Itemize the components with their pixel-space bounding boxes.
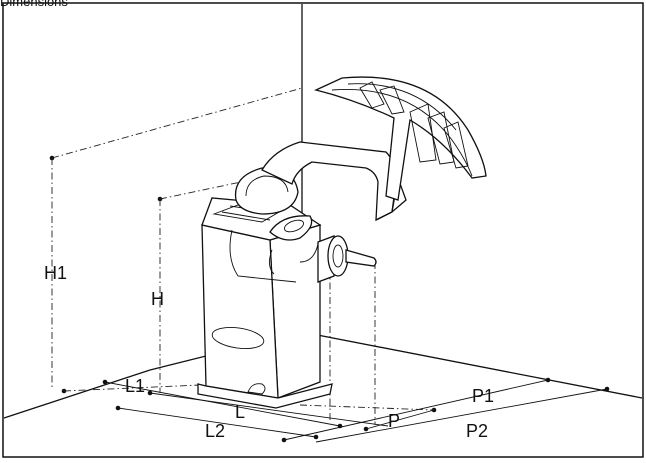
hood-vent <box>443 121 469 169</box>
dot <box>545 377 551 383</box>
floor-right-edge <box>301 331 643 399</box>
h1-top-guide <box>51 87 303 159</box>
dot <box>604 386 610 392</box>
display-screen <box>245 175 289 197</box>
room-corner <box>3 4 643 419</box>
dot <box>61 388 67 394</box>
dot <box>115 405 121 411</box>
p1-line <box>283 379 549 441</box>
p2-line <box>315 388 608 443</box>
h-top-guide <box>159 177 261 200</box>
shaft-spindle <box>345 249 377 267</box>
label-h1: H1 <box>44 263 67 283</box>
base-plate <box>197 383 333 409</box>
hood-vent <box>379 85 405 115</box>
hood-vent <box>359 81 385 109</box>
dimension-dots <box>49 155 610 443</box>
label-l: L <box>235 402 245 422</box>
wheel-guard-hood <box>314 76 487 201</box>
foot-pedal <box>247 383 266 395</box>
p-line <box>365 409 435 430</box>
flange-disc <box>327 235 349 277</box>
wheel-balancer <box>197 76 487 409</box>
label-p2: P2 <box>466 421 488 441</box>
dot <box>337 423 343 429</box>
l1-line <box>104 381 341 427</box>
p-base-guide <box>299 404 435 411</box>
control-knob <box>283 219 305 233</box>
l-line <box>149 392 389 427</box>
label-p1: P1 <box>472 386 494 406</box>
flange-hub <box>332 244 344 268</box>
top-caption: Dimensions <box>0 0 68 9</box>
dimension-labels: H1 H L1 L L2 P P1 P2 <box>44 263 494 441</box>
dot <box>147 390 153 396</box>
tray-divider <box>221 211 271 221</box>
dot <box>102 379 108 385</box>
dot <box>281 437 287 443</box>
control-pad <box>269 215 313 241</box>
dot <box>313 434 319 440</box>
cable <box>299 243 319 263</box>
cable <box>269 249 275 275</box>
label-l1: L1 <box>125 376 145 396</box>
diagram-frame <box>2 2 644 458</box>
label-l2: L2 <box>205 421 225 441</box>
dot <box>363 426 369 432</box>
cabinet-front <box>201 224 279 399</box>
hood-vent <box>409 103 437 163</box>
floor-dimension-lines <box>104 379 608 443</box>
l2-line <box>117 407 317 438</box>
front-oval-badge <box>211 327 265 349</box>
cabinet-side <box>269 224 321 399</box>
hood-rib <box>347 83 457 131</box>
floor-left-edge-ext <box>3 369 151 419</box>
cable <box>229 229 297 283</box>
label-p: P <box>388 411 400 431</box>
label-h: H <box>151 289 164 309</box>
base-guide <box>63 384 201 392</box>
